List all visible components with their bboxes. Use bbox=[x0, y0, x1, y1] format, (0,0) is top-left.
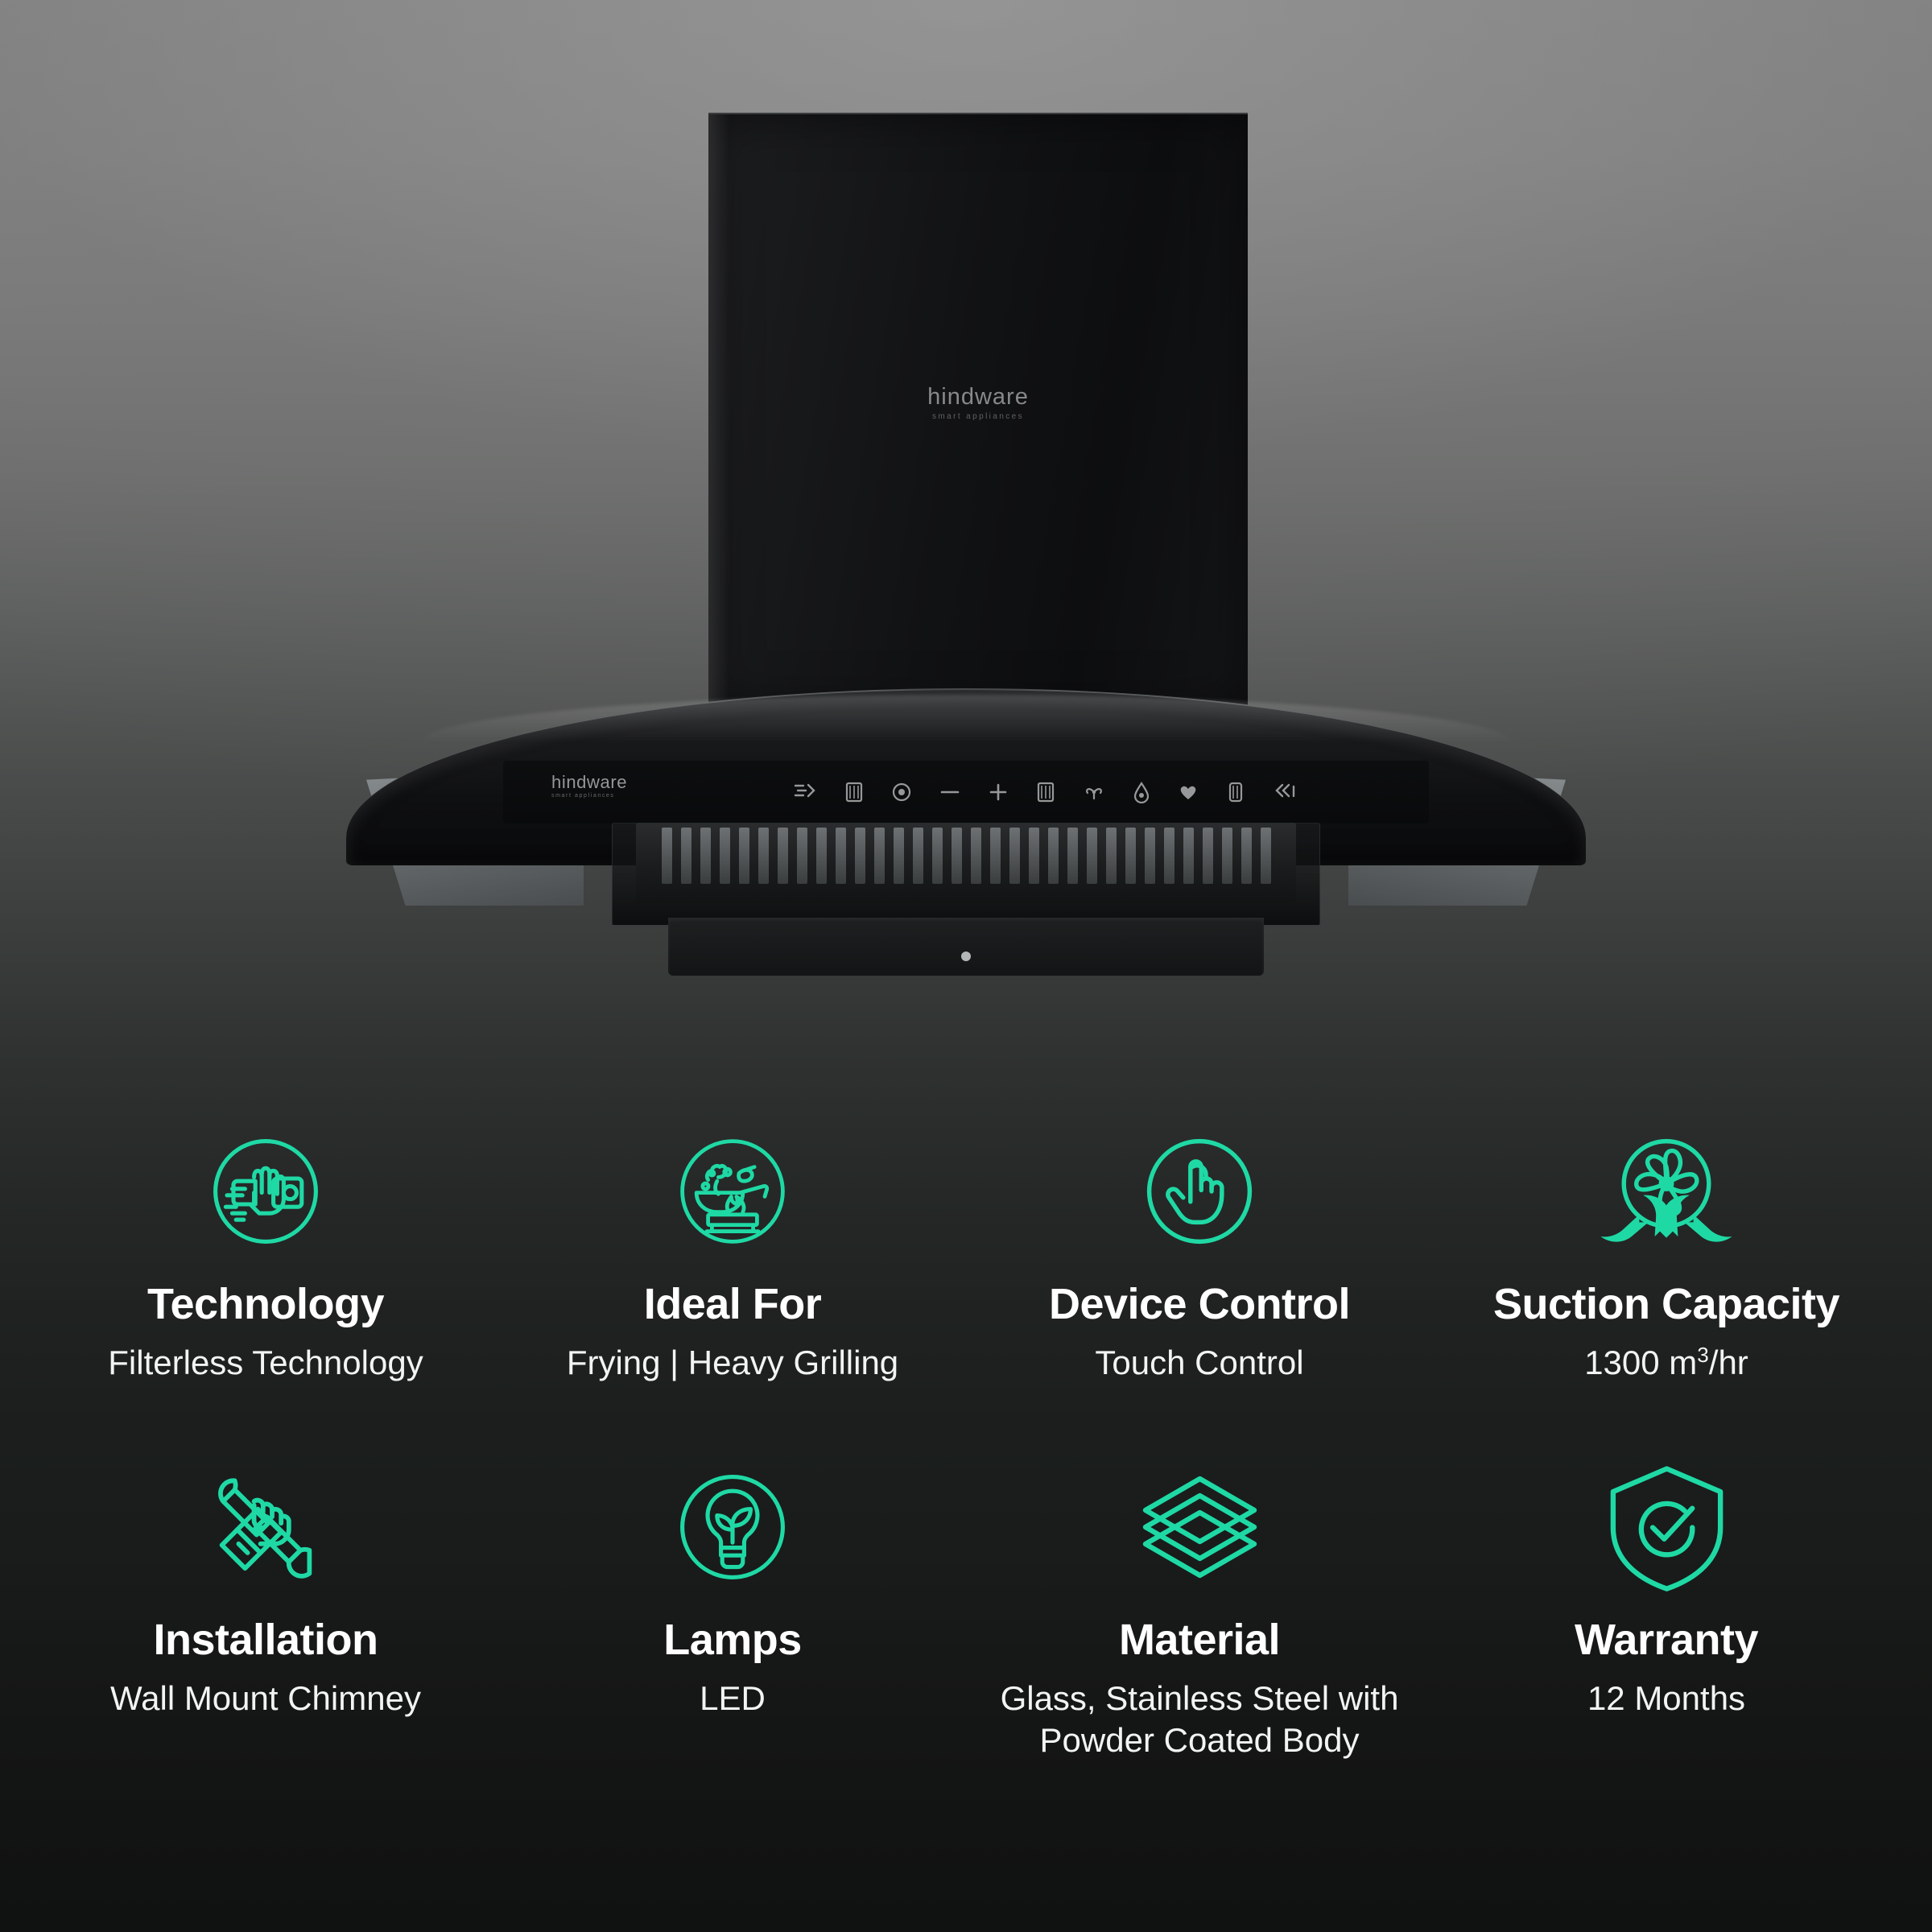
feature-suction-capacity: Suction Capacity 1300 m3/hr bbox=[1433, 1127, 1900, 1384]
feature-title: Lamps bbox=[663, 1616, 802, 1665]
feature-value: Touch Control bbox=[1095, 1343, 1304, 1381]
touch-button-row[interactable] bbox=[793, 761, 1297, 824]
feature-value: Wall Mount Chimney bbox=[110, 1678, 421, 1717]
filterless-hand-airflow-icon bbox=[201, 1127, 330, 1256]
brand-tagline: smart appliances bbox=[932, 412, 1024, 421]
feature-title: Technology bbox=[147, 1280, 385, 1328]
panel-brand-logo: hindware smart appliances bbox=[551, 772, 627, 799]
chimney-duct: hindware smart appliances bbox=[708, 113, 1248, 708]
display-icon[interactable] bbox=[1036, 781, 1055, 803]
tray-indicator-dot bbox=[961, 952, 971, 961]
chimney-baffle-grill bbox=[636, 823, 1296, 903]
touch-hand-icon bbox=[1135, 1127, 1264, 1256]
feature-grid: Technology Filterless Technology bbox=[0, 1127, 1932, 1762]
heart-icon[interactable] bbox=[1178, 782, 1199, 802]
brand-tagline: smart appliances bbox=[551, 793, 615, 799]
feature-title: Material bbox=[1118, 1616, 1281, 1665]
feature-warranty: Warranty 12 Months bbox=[1433, 1463, 1900, 1762]
hand-wrench-icon bbox=[201, 1463, 330, 1591]
duct-brand-logo: hindware smart appliances bbox=[927, 384, 1029, 421]
canopy-highlight bbox=[420, 695, 1512, 743]
suction-value-suffix: /hr bbox=[1708, 1343, 1748, 1381]
power-icon[interactable] bbox=[891, 782, 912, 803]
oil-collector-tray bbox=[668, 918, 1264, 976]
feature-technology: Technology Filterless Technology bbox=[32, 1127, 499, 1384]
feature-installation: Installation Wall Mount Chimney bbox=[32, 1463, 499, 1762]
feature-title: Ideal For bbox=[643, 1280, 822, 1328]
oil-drop-icon[interactable] bbox=[1133, 781, 1150, 803]
layers-stack-icon bbox=[1133, 1463, 1266, 1591]
suction-value-exponent: 3 bbox=[1697, 1342, 1709, 1367]
feature-title: Suction Capacity bbox=[1492, 1280, 1840, 1328]
suction-value-prefix: 1300 m bbox=[1584, 1343, 1698, 1381]
feature-ideal-for: Ideal For Frying | Heavy Grilling bbox=[499, 1127, 966, 1384]
auto-clean-icon[interactable] bbox=[1273, 782, 1297, 803]
feature-value: 1300 m3/hr bbox=[1584, 1342, 1748, 1385]
turbo-speed-icon[interactable] bbox=[793, 782, 817, 803]
minus-icon[interactable] bbox=[939, 788, 960, 796]
feature-value: Frying | Heavy Grilling bbox=[566, 1343, 899, 1381]
feature-device-control: Device Control Touch Control bbox=[966, 1127, 1433, 1384]
eco-bulb-leaf-icon bbox=[668, 1463, 797, 1591]
fan-suction-icon bbox=[1598, 1127, 1735, 1256]
feature-value: 12 Months bbox=[1587, 1678, 1746, 1717]
light-icon[interactable] bbox=[1226, 781, 1245, 803]
grill-fins bbox=[661, 823, 1271, 884]
shield-check-icon bbox=[1604, 1463, 1729, 1591]
product-image: hindware smart appliances hindware smart… bbox=[346, 113, 1586, 976]
plus-icon[interactable] bbox=[988, 782, 1009, 803]
feature-row-2: Installation Wall Mount Chimney bbox=[32, 1463, 1900, 1762]
feature-value: Glass, Stainless Steel with Powder Coate… bbox=[1000, 1678, 1399, 1760]
fan-icon[interactable] bbox=[1083, 782, 1105, 803]
filter-icon[interactable] bbox=[844, 781, 864, 803]
feature-value: LED bbox=[700, 1678, 766, 1717]
feature-title: Installation bbox=[153, 1616, 378, 1665]
chimney-control-panel: hindware smart appliances bbox=[503, 761, 1429, 824]
feature-lamps: Lamps LED bbox=[499, 1463, 966, 1762]
feature-material: Material Glass, Stainless Steel with Pow… bbox=[966, 1463, 1433, 1762]
feature-value: Filterless Technology bbox=[108, 1343, 423, 1381]
feature-title: Device Control bbox=[1048, 1280, 1351, 1328]
brand-name: hindware bbox=[927, 384, 1029, 410]
frying-pan-flame-icon bbox=[668, 1127, 797, 1256]
feature-title: Warranty bbox=[1574, 1616, 1759, 1665]
feature-row-1: Technology Filterless Technology bbox=[32, 1127, 1900, 1384]
brand-name: hindware bbox=[551, 772, 628, 792]
